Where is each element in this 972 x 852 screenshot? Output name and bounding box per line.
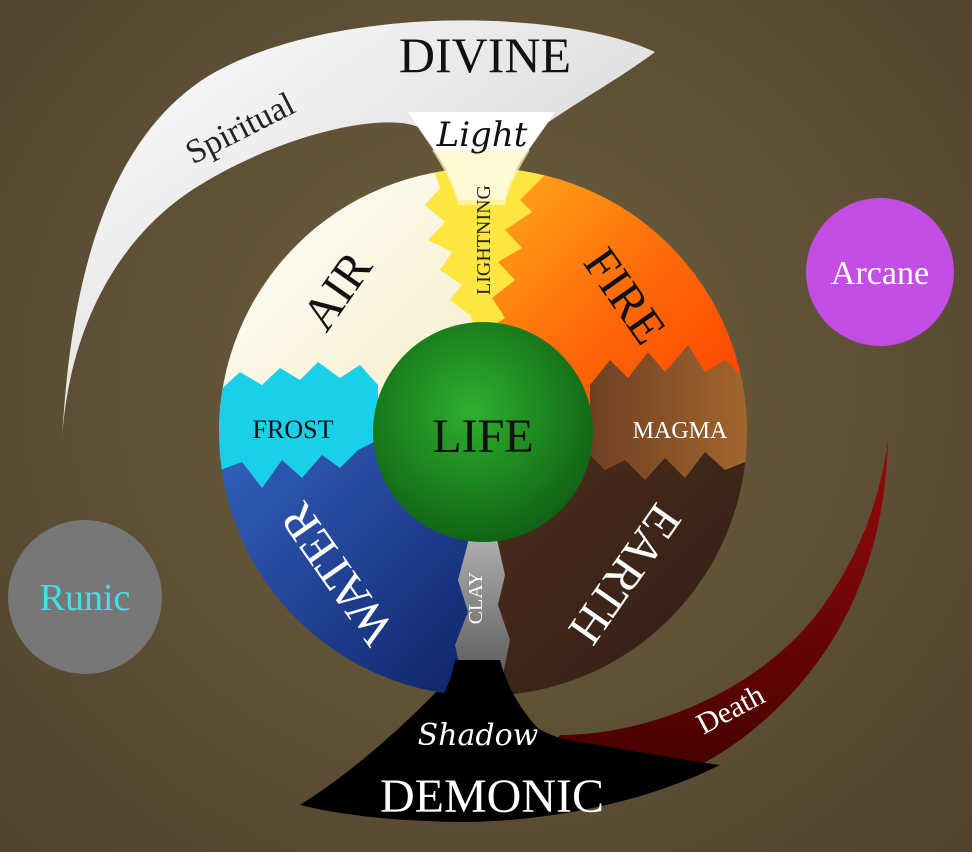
clay-section [455,535,510,690]
runic-orb [8,520,162,674]
light-label: Light [436,115,528,155]
life-core [373,322,593,542]
frost-label: FROST [253,415,334,444]
divine-label: DIVINE [399,27,571,83]
lightning-section [425,168,548,335]
life-label: LIFE [432,410,533,463]
light-glow [432,150,530,205]
runic-label: Runic [40,577,131,619]
clay-label: CLAY [465,572,487,625]
arcane-orb [806,198,954,346]
lightning-label: LIGHTNING [473,185,495,295]
frost-section [219,362,378,488]
demonic-label: DEMONIC [380,770,604,823]
arcane-label: Arcane [831,255,929,292]
shadow-funnel [370,660,580,760]
magma-section [590,345,747,480]
shadow-label: Shadow [418,718,539,753]
magma-label: MAGMA [633,418,728,444]
